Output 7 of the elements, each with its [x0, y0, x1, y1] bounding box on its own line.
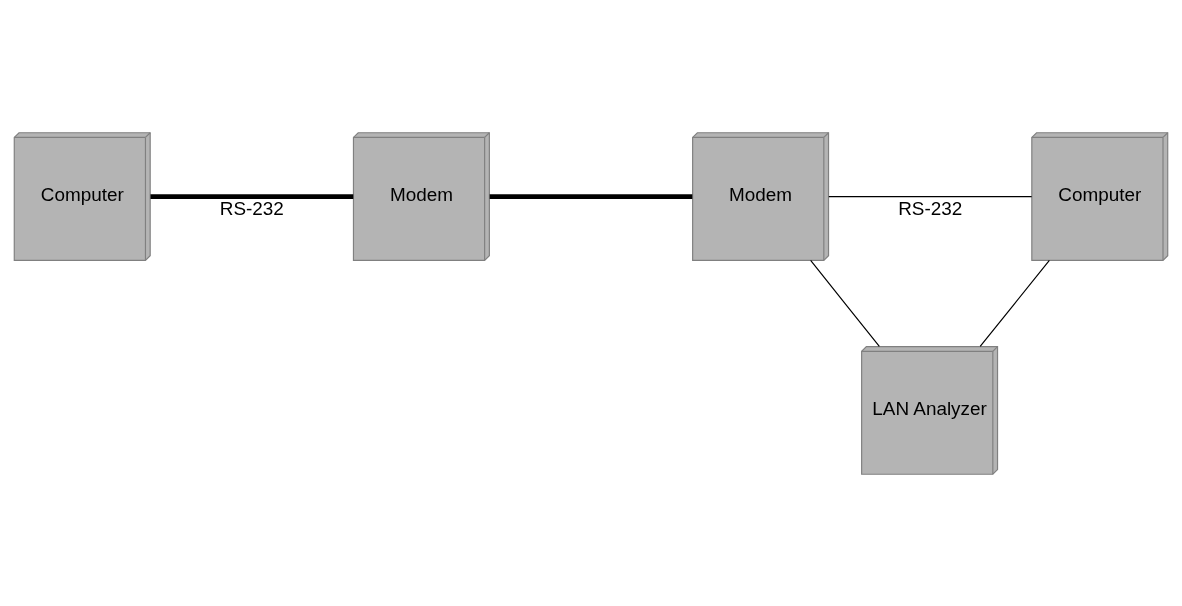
connector: [979, 259, 1050, 347]
connector: [150, 193, 354, 199]
connector: [828, 195, 1033, 197]
connector: [489, 193, 693, 199]
edge-label: RS-232: [898, 197, 963, 219]
edge-label: RS-232: [219, 197, 284, 219]
connector: [810, 259, 880, 347]
